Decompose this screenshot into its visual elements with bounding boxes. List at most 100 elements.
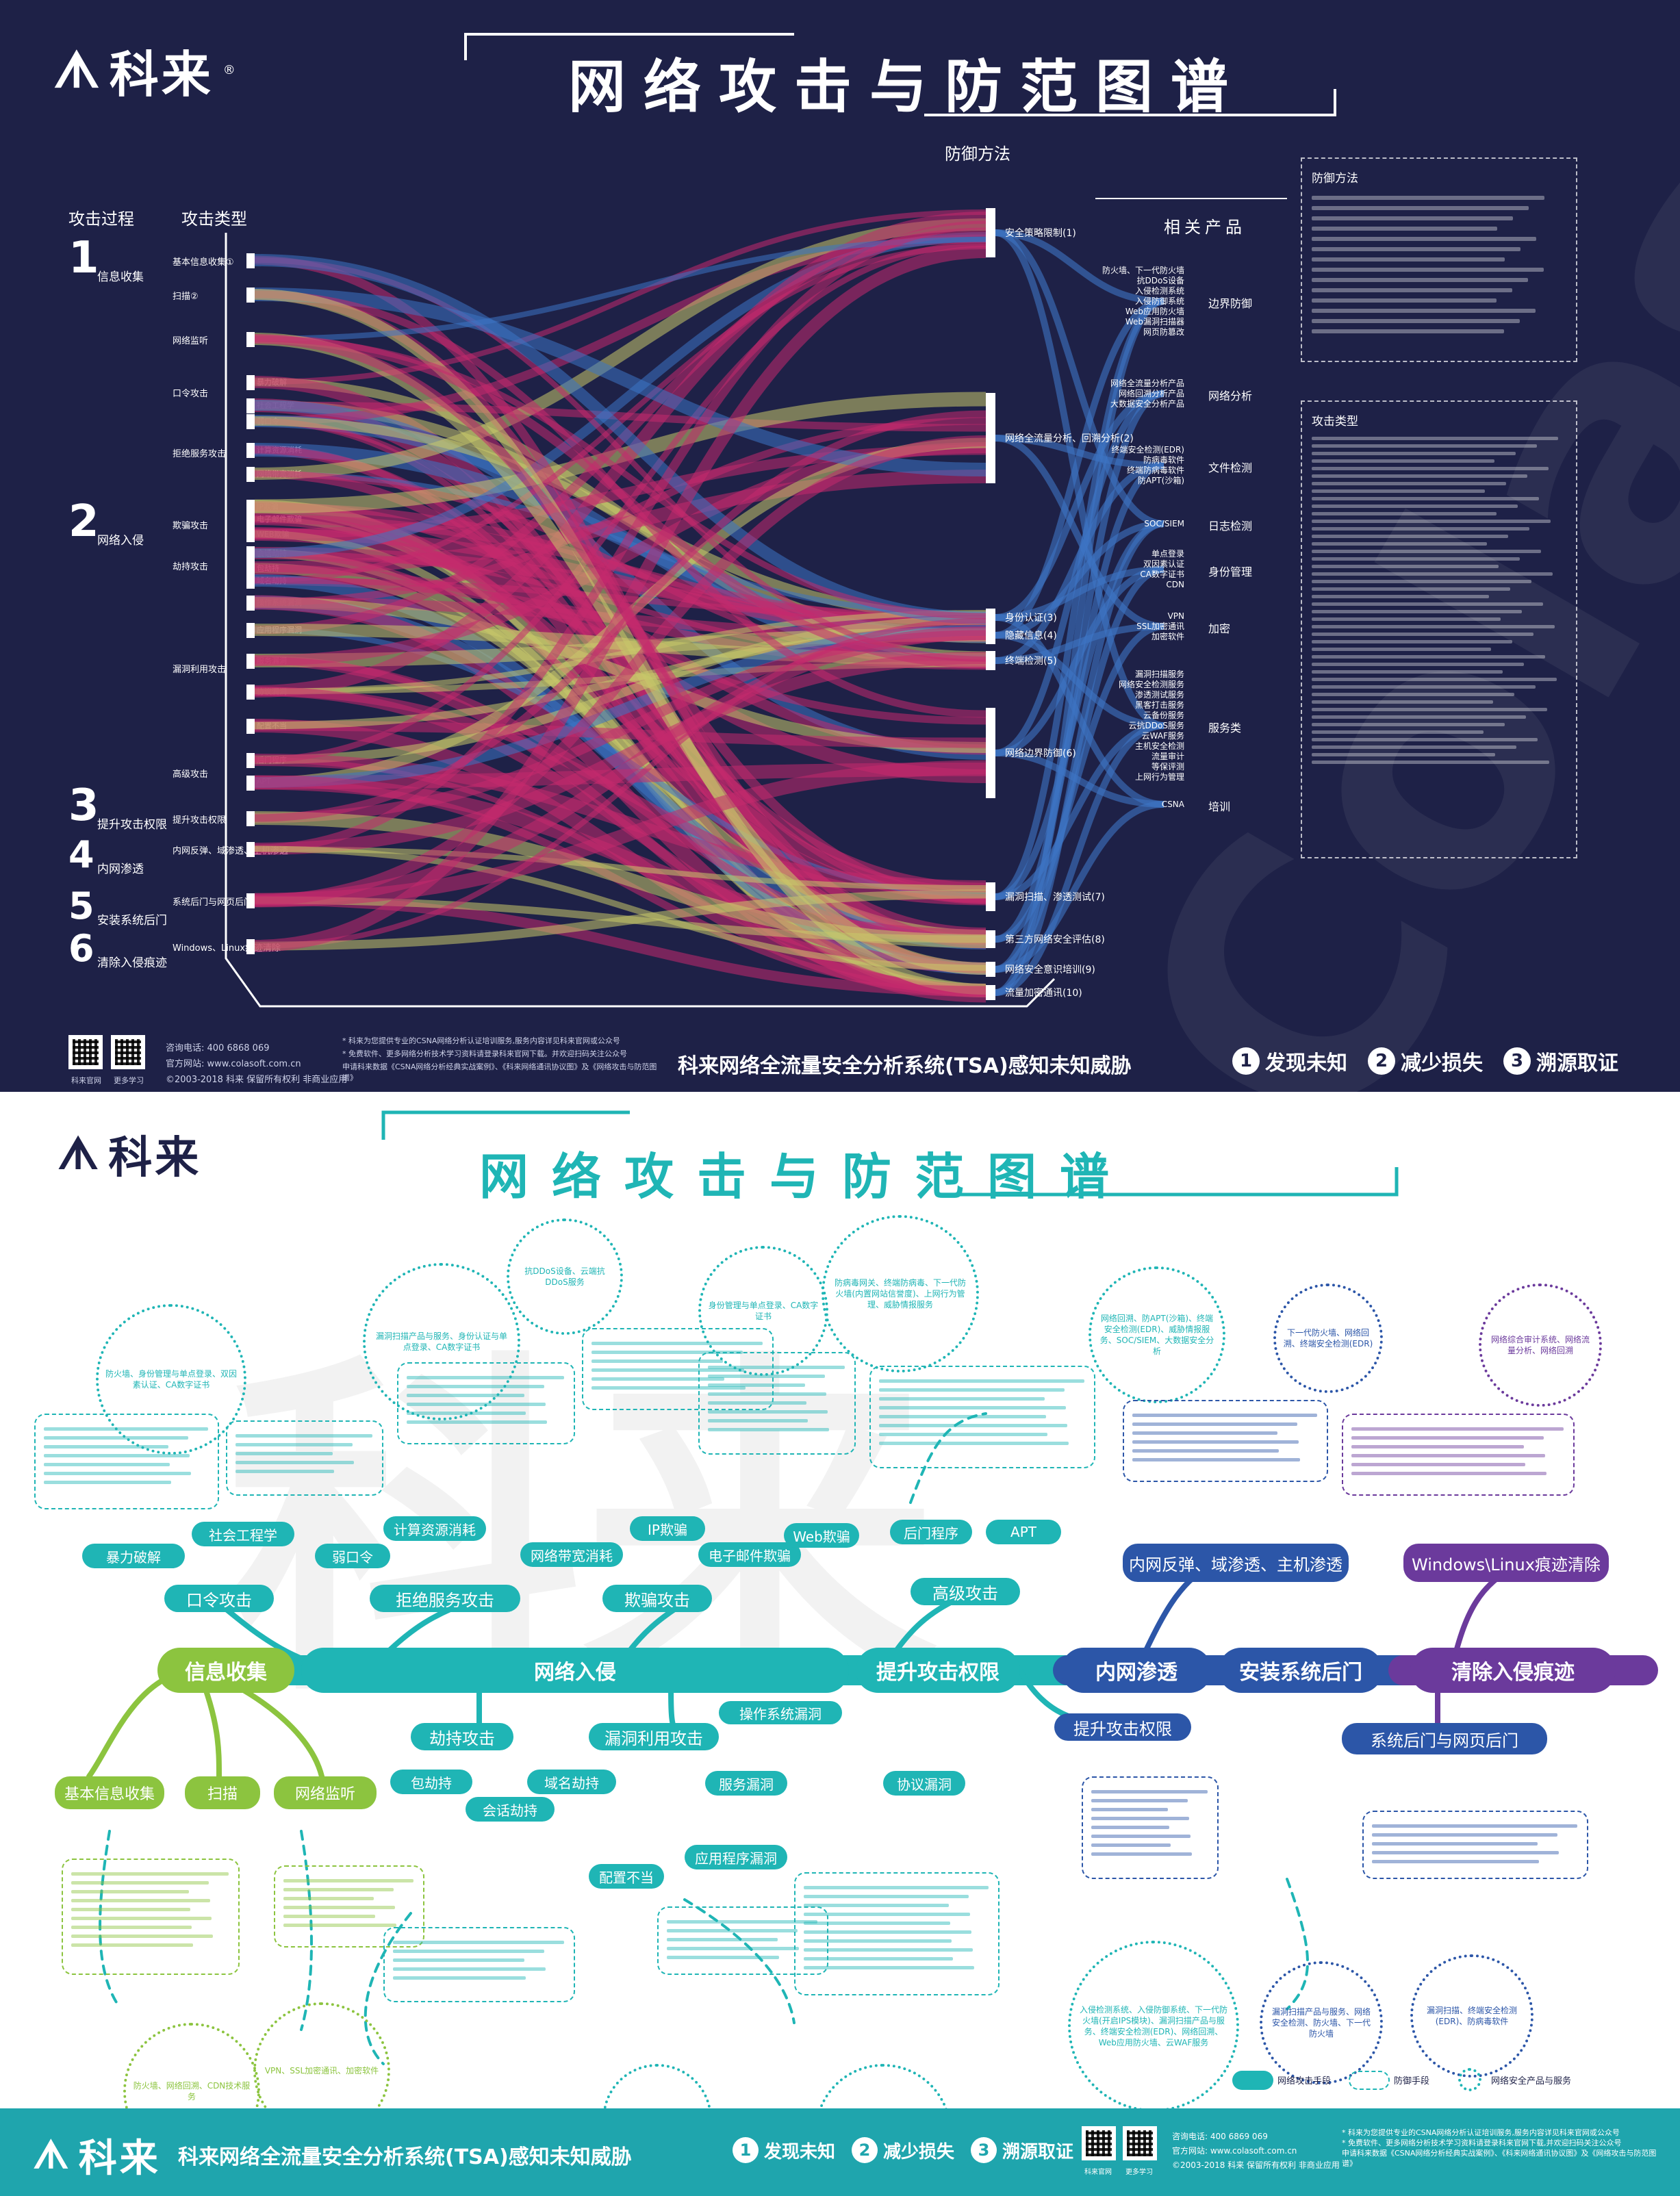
text-line: [1312, 617, 1501, 621]
text-line: [804, 1913, 970, 1916]
logo-mark-icon: ᗑ: [33, 2132, 69, 2178]
attack-node[interactable]: 拒绝服务攻击: [370, 1585, 520, 1612]
source-bar: [246, 842, 255, 857]
attack-node[interactable]: 操作系统漏洞: [719, 1701, 842, 1724]
text-line: [804, 1957, 953, 1961]
main-stage-node[interactable]: 信息收集: [157, 1648, 294, 1693]
attack-node[interactable]: 会话劫持: [466, 1797, 555, 1822]
attack-node[interactable]: 劫持攻击: [411, 1723, 513, 1750]
qr-code-official[interactable]: [1082, 2126, 1116, 2160]
flow-link: [254, 410, 987, 822]
flow-link: [254, 615, 987, 765]
defense-label[interactable]: 隐藏信息(4): [1005, 630, 1057, 641]
attack-desc-text: [1302, 437, 1576, 764]
main-stage-node[interactable]: 内网渗透: [1061, 1648, 1212, 1693]
source-bar: [246, 414, 255, 429]
main-stage-node[interactable]: 安装系统后门: [1219, 1648, 1383, 1693]
attack-node[interactable]: 服务漏洞: [705, 1771, 787, 1796]
pillar-number: 1: [733, 2137, 759, 2163]
attack-node[interactable]: 提升攻击权限: [1054, 1713, 1191, 1741]
defense-note: [34, 1414, 219, 1509]
text-line: [1091, 1808, 1168, 1811]
attack-node[interactable]: 协议漏洞: [883, 1771, 965, 1796]
main-stage-node[interactable]: 网络入侵: [301, 1648, 849, 1693]
product-category: 日志检测: [1208, 520, 1253, 533]
text-line: [1312, 587, 1510, 591]
defense-label[interactable]: 终端检测(5): [1005, 656, 1057, 667]
flow-link: [254, 335, 987, 620]
attack-node[interactable]: IP欺骗: [630, 1516, 705, 1541]
qr-code-learning[interactable]: [111, 1035, 145, 1069]
info-node[interactable]: 基本信息收集: [55, 1776, 164, 1809]
main-stage-node[interactable]: 清除入侵痕迹: [1410, 1648, 1616, 1693]
attack-node[interactable]: 电子邮件欺骗: [698, 1542, 801, 1567]
product-label: 云WAF服务: [1141, 730, 1184, 741]
attack-node[interactable]: 包劫持: [390, 1770, 472, 1794]
product-link: [995, 435, 1164, 630]
info-node[interactable]: 网络监听: [274, 1776, 377, 1809]
text-line: [71, 1908, 190, 1911]
defense-label[interactable]: 流量加密通讯(10): [1005, 988, 1082, 999]
text-line: [804, 1922, 950, 1925]
text-line: [1312, 444, 1537, 448]
main-stage-node[interactable]: 提升攻击权限: [856, 1648, 1020, 1693]
attack-type-label: 漏洞利用攻击: [173, 665, 227, 675]
source-bar: [246, 467, 255, 482]
attack-node[interactable]: 系统后门与网页后门: [1342, 1723, 1547, 1754]
attack-node[interactable]: 欺骗攻击: [602, 1585, 712, 1612]
defense-label[interactable]: 第三方网络安全评估(8): [1005, 934, 1105, 945]
product-cloud: 漏洞扫描、终端安全检测(EDR)、防病毒软件: [1410, 1954, 1533, 2078]
attack-node[interactable]: 域名劫持: [527, 1770, 616, 1794]
text-line: [1312, 700, 1493, 704]
product-category: 培训: [1208, 800, 1231, 813]
text-line: [1091, 1843, 1171, 1847]
attack-node[interactable]: 弱口令: [315, 1544, 390, 1568]
defense-label[interactable]: 网络安全意识培训(9): [1005, 965, 1095, 975]
attack-node[interactable]: 暴力破解: [82, 1544, 185, 1568]
defense-label[interactable]: 网络边界防御(6): [1005, 748, 1076, 759]
text-line: [1312, 580, 1531, 583]
stage-label: 信息收集: [97, 270, 144, 284]
pillar-text: 减少损失: [883, 2141, 955, 2162]
defense-label[interactable]: 漏洞扫描、渗透测试(7): [1005, 892, 1105, 903]
text-line: [44, 1427, 208, 1431]
attack-node[interactable]: 漏洞利用攻击: [589, 1723, 719, 1750]
attack-type-label: 基本信息收集①: [173, 257, 234, 268]
text-line: [44, 1436, 188, 1440]
text-line: [591, 1342, 763, 1345]
source-bar: [246, 500, 255, 515]
attack-node[interactable]: 应用程序漏洞: [685, 1845, 787, 1869]
contact-website[interactable]: 官方网站: www.colasoft.com.cn: [166, 1059, 301, 1069]
product-category: 文件检测: [1208, 461, 1253, 474]
attack-node[interactable]: 后门程序: [890, 1520, 972, 1544]
product-cloud: 入侵检测系统、入侵防御系统、下一代防火墙(开启IPS模块)、漏洞扫描产品与服务、…: [1068, 1941, 1239, 2112]
defense-note: [62, 1859, 240, 1975]
defense-label[interactable]: 安全策略限制(1): [1005, 228, 1076, 239]
defense-label[interactable]: 身份认证(3): [1005, 613, 1057, 624]
source-bar: [246, 546, 255, 561]
product-label: 终端防病毒软件: [1126, 465, 1184, 475]
qr-code-learning[interactable]: [1123, 2126, 1157, 2160]
text-line: [1312, 520, 1551, 523]
product-label: Web应用防火墙: [1125, 306, 1184, 316]
attack-node[interactable]: Web欺骗: [784, 1523, 859, 1548]
attack-node[interactable]: 计算资源消耗: [383, 1516, 486, 1541]
attack-node[interactable]: 内网反弹、域渗透、主机渗透: [1123, 1544, 1349, 1582]
attack-node[interactable]: 高级攻击: [911, 1578, 1020, 1605]
product-cloud: 防火墙、身份管理与单点登录、双因素认证、CA数字证书: [96, 1304, 246, 1455]
contact-info: 咨询电话: 400 6868 069 官方网站: www.colasoft.co…: [166, 1040, 347, 1085]
attack-node[interactable]: 配置不当: [589, 1864, 664, 1889]
contact-website[interactable]: 官方网站: www.colasoft.com.cn: [1172, 2146, 1297, 2156]
attack-node[interactable]: APT: [986, 1520, 1061, 1544]
attack-node[interactable]: Windows\Linux痕迹清除: [1403, 1544, 1609, 1582]
text-line: [1312, 685, 1536, 689]
qr-code-official[interactable]: [68, 1035, 103, 1069]
attack-node[interactable]: 网络带宽消耗: [520, 1542, 623, 1567]
defense-label[interactable]: 网络全流量分析、回溯分析(2): [1005, 433, 1134, 444]
attack-node[interactable]: 社会工程学: [192, 1522, 294, 1546]
info-node[interactable]: 扫描: [185, 1776, 260, 1809]
attack-type-label: 拒绝服务攻击: [173, 449, 227, 459]
attack-node[interactable]: 口令攻击: [164, 1585, 274, 1612]
defense-note: [869, 1366, 1095, 1468]
text-line: [804, 1904, 949, 1907]
